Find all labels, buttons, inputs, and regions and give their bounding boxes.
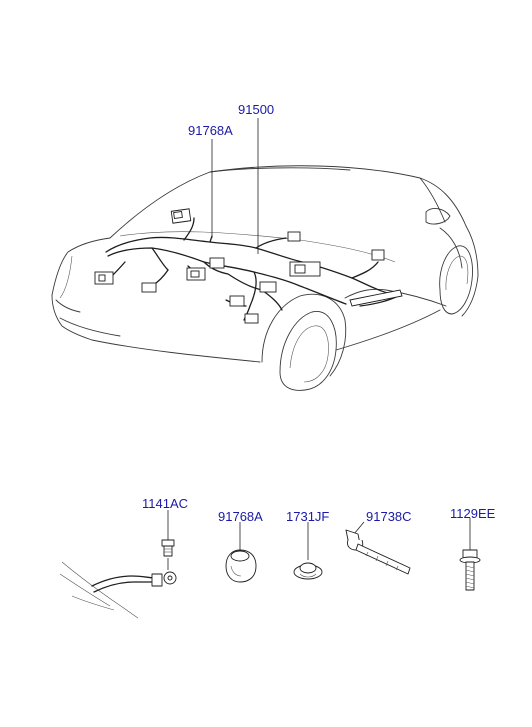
- callout-clip: 1731JF: [286, 509, 329, 524]
- bolt-part: [459, 518, 481, 591]
- cable-tie-part: [345, 521, 411, 575]
- clip-part: [293, 522, 323, 580]
- ground-cable-part: [59, 558, 177, 619]
- callout-harness-main: 91500: [238, 102, 274, 117]
- callout-bolt: 1129EE: [450, 506, 496, 521]
- callout-harness-grommet: 91768A: [188, 123, 233, 138]
- harness-connectors: [94, 208, 403, 324]
- ground-bolt-part: [161, 510, 175, 557]
- callout-ground-bolt: 1141AC: [142, 496, 188, 511]
- callout-grommet: 91768A: [218, 509, 263, 524]
- grommet-part: [225, 522, 257, 583]
- callout-cable-tie: 91738C: [366, 509, 412, 524]
- car-body-outline: [51, 165, 479, 391]
